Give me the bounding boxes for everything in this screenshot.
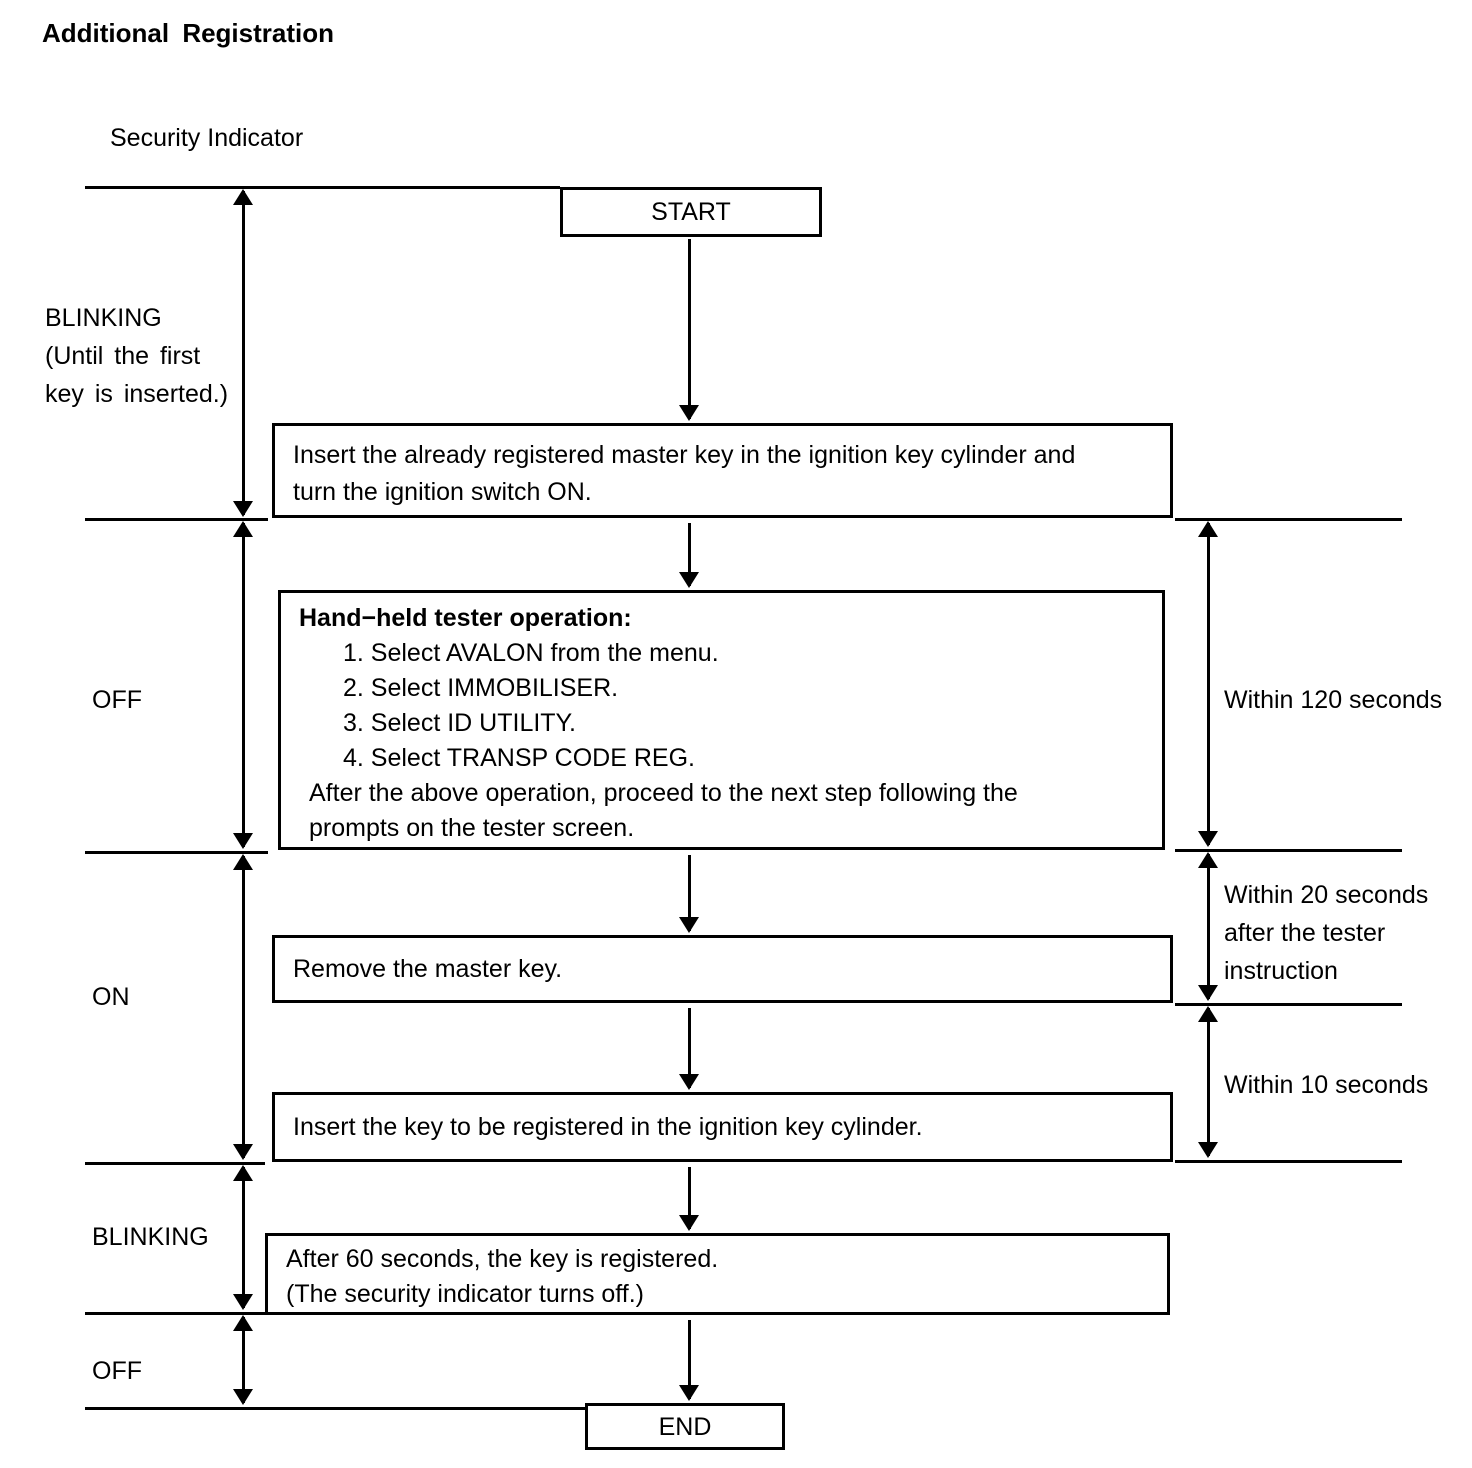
timeline-tick-line <box>85 1312 265 1315</box>
step-tester-operation: Hand−held tester operation: 1. Select AV… <box>278 590 1165 850</box>
security-indicator-label: Security Indicator <box>110 124 304 152</box>
flow-arrow-down <box>678 521 700 588</box>
tester-step: 4. Select TRANSP CODE REG. <box>343 744 695 772</box>
flow-arrow-down <box>678 1006 700 1090</box>
tester-step: 1. Select AVALON from the menu. <box>343 639 719 667</box>
timeline-state-label: ON <box>92 983 130 1011</box>
timeline-state-label: BLINKING (Until the first key is inserte… <box>45 304 229 408</box>
security-indicator-line <box>85 186 560 189</box>
step-key-registered: After 60 seconds, the key is registered.… <box>265 1233 1170 1315</box>
flow-arrow-down <box>678 1165 700 1231</box>
timeline-range-arrow <box>232 189 254 517</box>
duration-tick-line <box>1175 1160 1402 1163</box>
timeline-end-line <box>85 1407 585 1410</box>
step-text: Insert the key to be registered in the i… <box>293 1113 923 1141</box>
step-text: After 60 seconds, the key is registered.… <box>286 1245 719 1308</box>
timeline-state-label: OFF <box>92 686 142 714</box>
step-text: Remove the master key. <box>293 955 563 983</box>
duration-tick-line <box>1175 1003 1402 1006</box>
tester-step: 2. Select IMMOBILISER. <box>343 674 619 702</box>
tester-note: After the above operation, proceed to th… <box>309 779 1018 842</box>
timeline-tick-line <box>85 851 268 854</box>
step-insert-master-key: Insert the already registered master key… <box>272 423 1173 518</box>
duration-label: Within 10 seconds <box>1224 1071 1429 1099</box>
start-node-label: START <box>651 198 731 226</box>
step-insert-new-key: Insert the key to be registered in the i… <box>272 1092 1173 1162</box>
tester-step: 3. Select ID UTILITY. <box>343 709 576 737</box>
timeline-tick-line <box>85 1162 265 1165</box>
timeline-state-label: OFF <box>92 1357 142 1385</box>
duration-range-arrow <box>1197 521 1219 847</box>
timeline-range-arrow <box>232 854 254 1160</box>
step-remove-master-key: Remove the master key. <box>272 935 1173 1003</box>
end-node: END <box>585 1403 785 1450</box>
duration-tick-line <box>1175 518 1402 521</box>
step-text: Insert the already registered master key… <box>293 441 1076 506</box>
timeline-state-label: BLINKING <box>92 1223 209 1251</box>
timeline-tick-line <box>85 518 268 521</box>
duration-label: Within 20 seconds after the tester instr… <box>1224 881 1429 985</box>
duration-range-arrow <box>1197 1006 1219 1158</box>
tester-heading: Hand−held tester operation: <box>299 604 632 632</box>
end-node-label: END <box>658 1412 712 1441</box>
page-title: Additional Registration <box>42 18 334 48</box>
timeline-range-arrow <box>232 1315 254 1405</box>
timeline-range-arrow <box>232 521 254 849</box>
flow-arrow-down <box>678 237 700 421</box>
flow-arrow-down <box>678 1318 700 1401</box>
start-node: START <box>560 187 822 237</box>
timeline-range-arrow <box>232 1165 254 1310</box>
duration-label: Within 120 seconds <box>1224 686 1443 714</box>
flow-arrow-down <box>678 853 700 933</box>
duration-range-arrow <box>1197 852 1219 1001</box>
duration-tick-line <box>1175 849 1402 852</box>
